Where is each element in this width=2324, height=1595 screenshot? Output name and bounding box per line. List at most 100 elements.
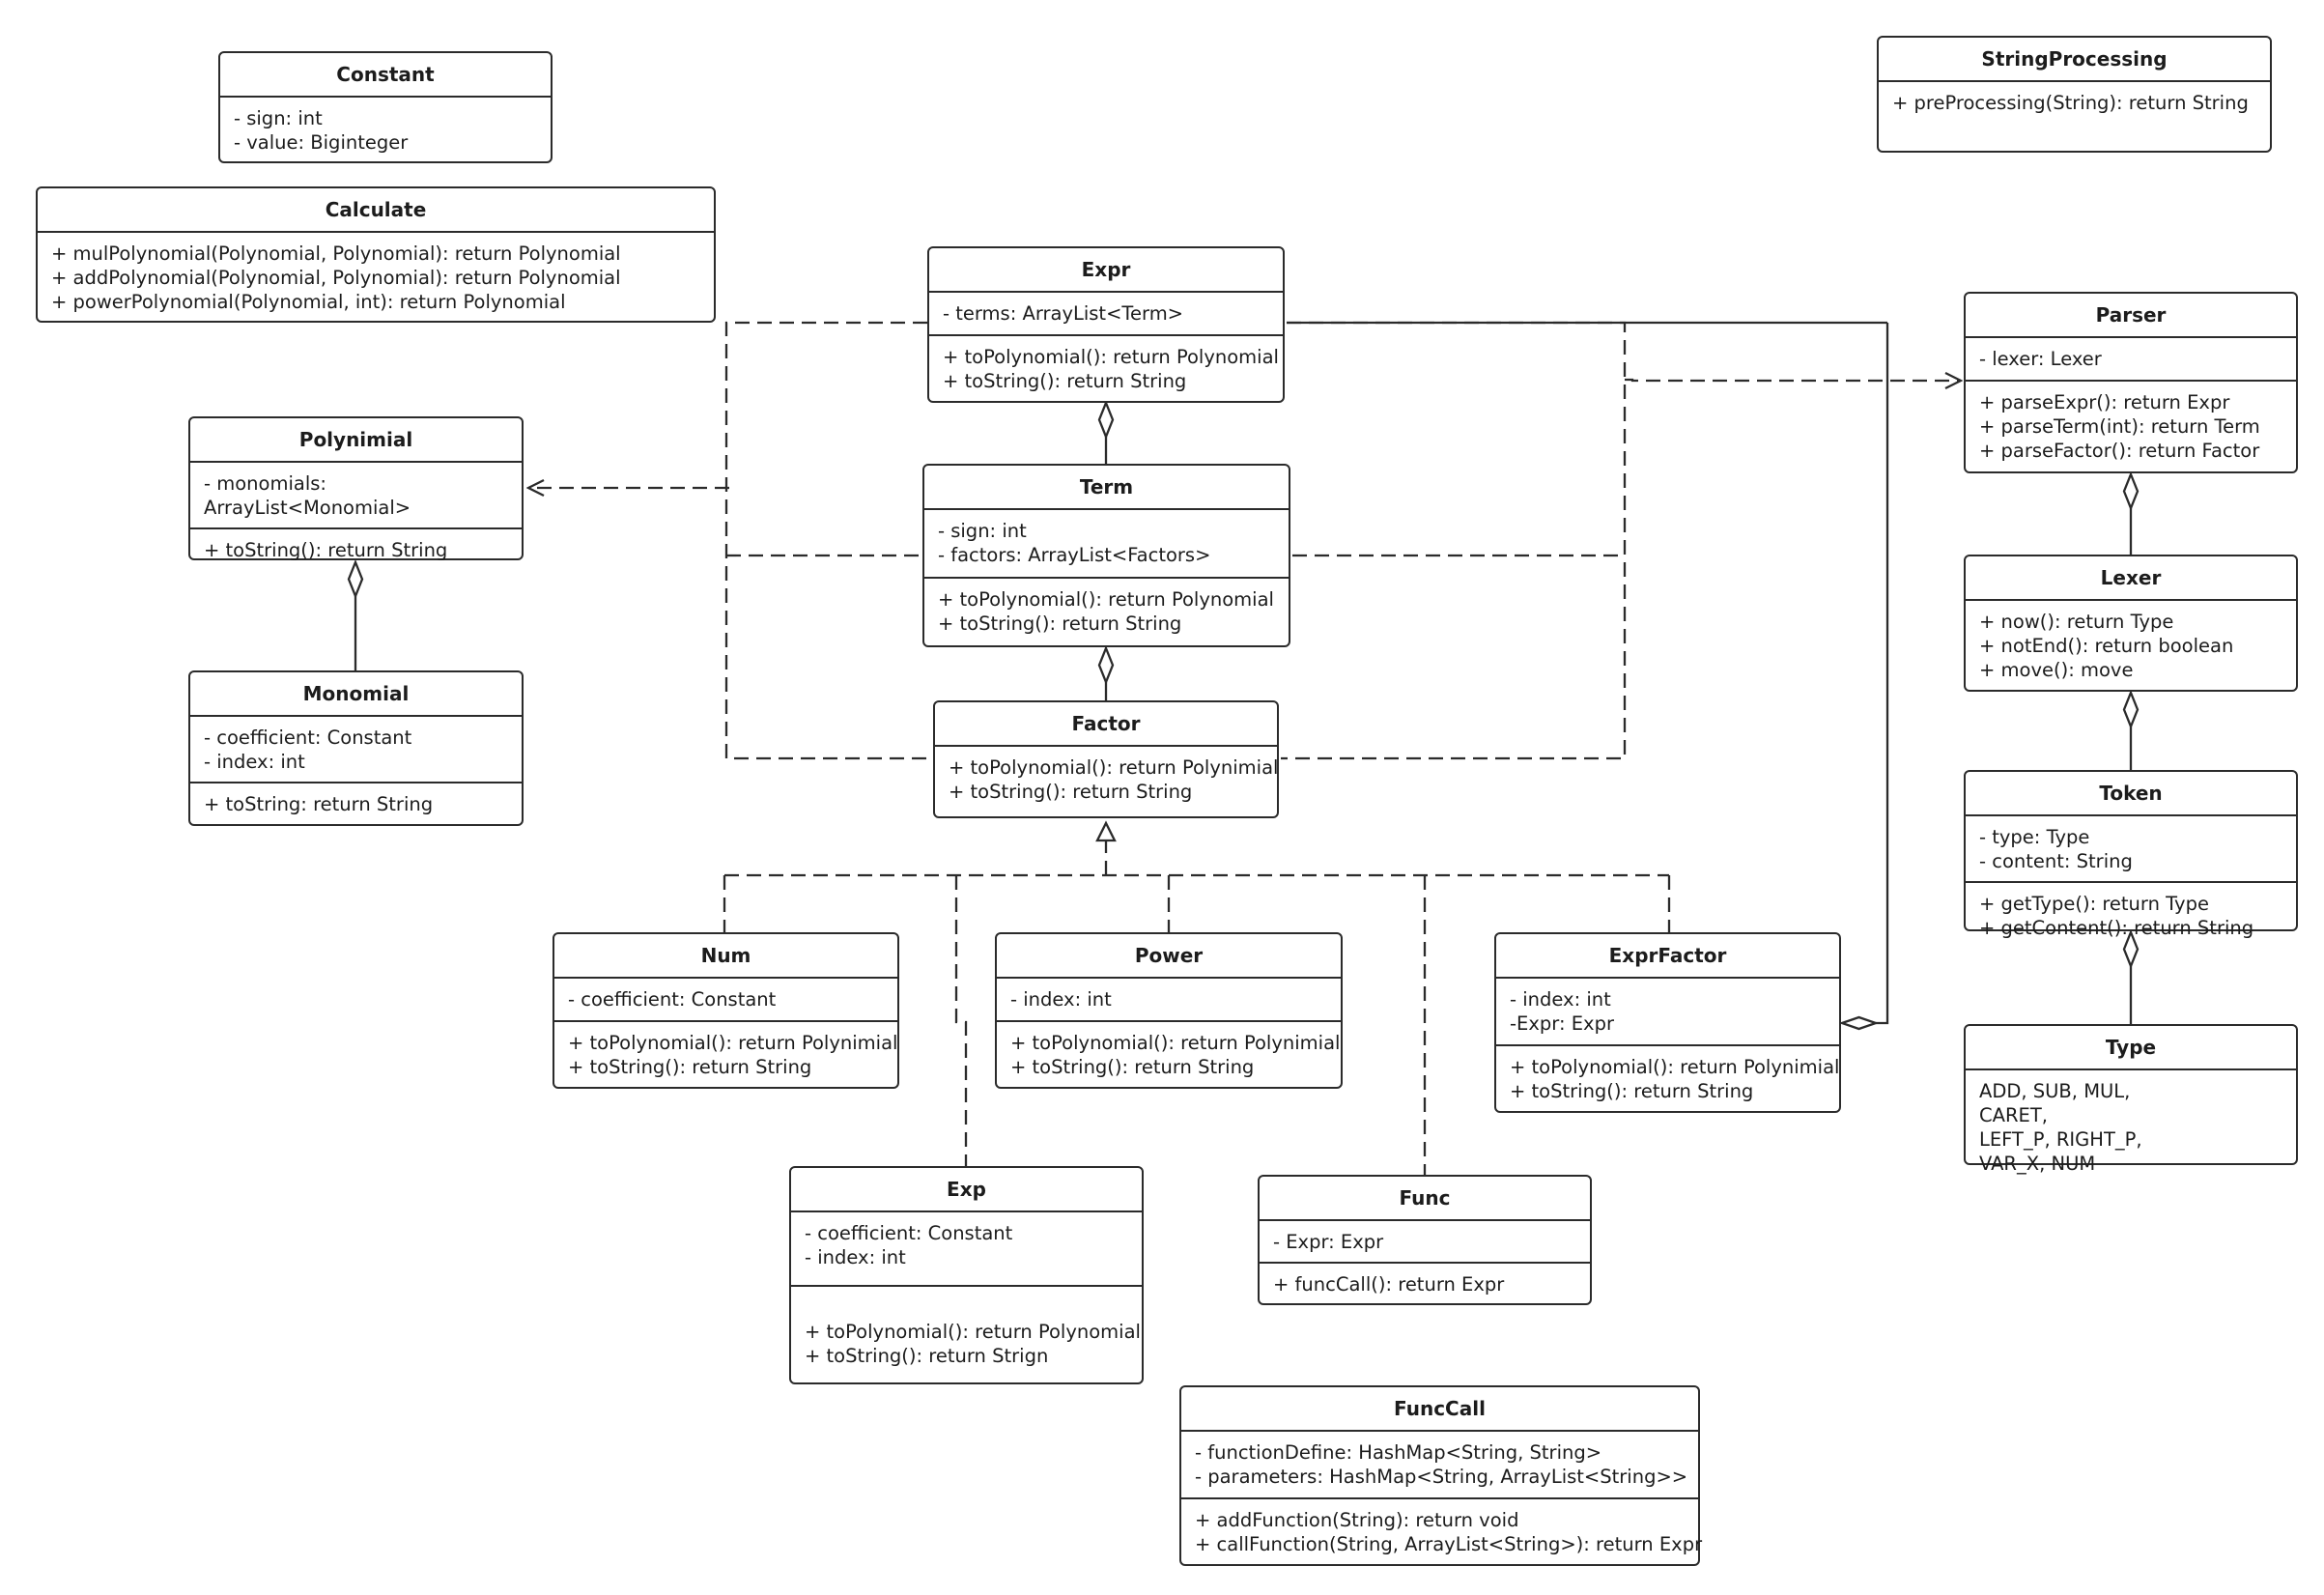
- class-members: - lexer: Lexer: [1966, 336, 2296, 380]
- class-name: Expr: [1081, 258, 1131, 281]
- class-member-line: + toPolynomial(): return Polynimial: [568, 1031, 898, 1054]
- class-member-line: + getContent(): return String: [1979, 917, 2254, 939]
- class-name: Power: [1134, 944, 1204, 967]
- class-members: + now(): return Type+ notEnd(): return b…: [1966, 599, 2296, 690]
- class-methods: + getType(): return Type+ getContent(): …: [1966, 881, 2296, 948]
- class-member-line: + toString(): return String: [204, 539, 448, 561]
- class-exp[interactable]: Exp- coefficient: Constant- index: int +…: [789, 1166, 1144, 1384]
- class-member-line: + powerPolynomial(Polynomial, int): retu…: [51, 291, 566, 313]
- class-name: StringProcessing: [1981, 47, 2168, 71]
- class-member-line: ArrayList<Monomial>: [204, 497, 411, 519]
- class-members: - coefficient: Constant- index: int: [791, 1210, 1142, 1285]
- class-members: - index: int-Expr: Expr: [1496, 977, 1839, 1044]
- class-member-line: + parseTerm(int): return Term: [1979, 415, 2260, 438]
- class-methods: + toPolynomial(): return Polynimial+ toS…: [1496, 1043, 1840, 1112]
- realization-triangle-factor: [1095, 820, 1117, 842]
- class-member-line: - type: Type: [1979, 826, 2090, 848]
- class-members: - type: Type- content: String: [1966, 814, 2296, 881]
- class-members: + toPolynomial(): return Polynimial+ toS…: [935, 745, 1278, 816]
- class-member-line: + toString(): return String: [1510, 1079, 1754, 1102]
- class-name: Parser: [2095, 303, 2167, 327]
- aggregation-diamond-polynimial: [347, 558, 364, 600]
- class-member-line: - coefficient: Constant: [204, 726, 412, 749]
- class-members: - coefficient: Constant- index: int: [190, 715, 522, 782]
- class-member-line: - sign: int: [938, 520, 1027, 542]
- class-member-line: + callFunction(String, ArrayList<String>…: [1195, 1532, 1703, 1555]
- class-methods: + toString(): return String: [190, 527, 522, 570]
- class-members: + mulPolynomial(Polynomial, Polynomial):…: [38, 231, 714, 322]
- class-lexer[interactable]: Lexer+ now(): return Type+ notEnd(): ret…: [1964, 555, 2298, 692]
- class-name: Func: [1399, 1186, 1451, 1210]
- class-factor[interactable]: Factor + toPolynomial(): return Polynimia…: [933, 700, 1279, 818]
- class-members: - Expr: Expr: [1260, 1219, 1590, 1262]
- class-member-line: - terms: ArrayList<Term>: [943, 302, 1184, 325]
- class-member-line: + toString(): return String: [938, 612, 1182, 635]
- class-polynimial[interactable]: Polynimial - monomials:ArrayList<Monomial…: [188, 416, 524, 561]
- class-methods: + toPolynomial(): return Polynimial+ toS…: [554, 1019, 898, 1088]
- class-methods: + toPolynomial(): return Polynimial+ toS…: [997, 1019, 1341, 1088]
- dependency-right-bus: [1281, 321, 1627, 760]
- class-func[interactable]: Func - Expr: Expr + funcCall(): return Exp…: [1258, 1175, 1592, 1305]
- class-members: + preProcessing(String): return String: [1879, 80, 2270, 151]
- class-name: Monomial: [302, 682, 410, 705]
- class-member-line: LEFT_P, RIGHT_P,: [1979, 1128, 2142, 1151]
- class-name: Factor: [1071, 712, 1141, 735]
- dependency-to-parser: [1625, 380, 1961, 381]
- class-power[interactable]: Power - index: int + toPolynomial(): retur…: [995, 932, 1343, 1089]
- class-member-line: + addFunction(String): return void: [1195, 1508, 1519, 1531]
- class-member-line: + toString(): return String: [943, 369, 1187, 392]
- aggregation-diamond-token: [2122, 928, 2140, 970]
- class-funccall[interactable]: FuncCall - functionDefine: HashMap<String…: [1179, 1385, 1703, 1566]
- class-parser[interactable]: Parser - lexer: Lexer + parseExpr(): retur…: [1964, 292, 2298, 473]
- class-member-line: + toPolynomial(): return Polynomial: [943, 345, 1279, 368]
- class-methods: + toPolynomial(): return Polynomial+ toS…: [924, 577, 1289, 645]
- aggregation-diamond-expr: [1097, 399, 1115, 441]
- class-methods: + toPolynomial(): return Polynomial+ toS…: [929, 333, 1283, 402]
- class-name: Num: [700, 944, 751, 967]
- class-term[interactable]: Term- sign: int- factors: ArrayList<Fact…: [922, 464, 1290, 647]
- class-member-line: + toString(): return String: [1010, 1055, 1255, 1078]
- class-name: FuncCall: [1394, 1397, 1486, 1420]
- aggregation-diamond-exprfactor: [1838, 1015, 1880, 1031]
- aggregation-diamond-parser: [2122, 470, 2140, 512]
- class-member-line: - sign: int: [234, 107, 323, 129]
- class-methods: + funcCall(): return Expr: [1260, 1262, 1590, 1304]
- class-member-line: + parseExpr(): return Expr: [1979, 391, 2230, 413]
- class-member-line: - index: int: [204, 751, 305, 773]
- class-members: - coefficient: Constant: [554, 977, 897, 1020]
- class-member-line: - factors: ArrayList<Factors>: [938, 544, 1211, 566]
- class-token[interactable]: Token- type: Type- content: String+ getT…: [1964, 770, 2298, 939]
- class-expr[interactable]: Expr - terms: ArrayList<Term> + toPolynomi…: [927, 246, 1285, 403]
- class-name: Constant: [336, 63, 435, 86]
- class-name: Exp: [947, 1178, 986, 1201]
- class-member-line: - index: int: [1510, 988, 1611, 1011]
- class-member-line: + toPolynomial(): return Polynimial: [1510, 1055, 1840, 1078]
- class-exprfactor[interactable]: ExprFactor- index: int-Expr: Expr+ toPol…: [1494, 932, 1841, 1113]
- class-member-line: + toString(): return String: [949, 781, 1193, 803]
- dependency-left-bus: [724, 321, 933, 760]
- class-name: Polynimial: [298, 428, 413, 451]
- class-member-line: + toString(): return String: [568, 1055, 812, 1078]
- class-member-line: - lexer: Lexer: [1979, 348, 2102, 370]
- class-stringprocessing[interactable]: StringProcessing + preProcessing(String):…: [1877, 36, 2272, 153]
- class-member-line: - monomials:: [204, 472, 326, 495]
- class-num[interactable]: Num- coefficient: Constant+ toPolynomial…: [553, 932, 899, 1089]
- class-member-line: ADD, SUB, MUL,: [1979, 1080, 2131, 1102]
- class-member-line: + move(): move: [1979, 659, 2134, 681]
- class-monomial[interactable]: Monomial - coefficient: Constant- index: …: [188, 670, 524, 826]
- class-member-line: - index: int: [1010, 988, 1112, 1011]
- class-member-line: + funcCall(): return Expr: [1273, 1273, 1505, 1296]
- class-member-line: + parseFactor(): return Factor: [1979, 440, 2260, 462]
- class-constant[interactable]: Constant - sign: int- value: Biginteger: [218, 51, 553, 163]
- class-calculate[interactable]: Calculate+ mulPolynomial(Polynomial, Pol…: [36, 186, 716, 323]
- class-member-line: + toPolynomial(): return Polynomial: [938, 588, 1274, 611]
- class-member-line: -Expr: Expr: [1510, 1012, 1614, 1035]
- class-members: - functionDefine: HashMap<String, String…: [1181, 1430, 1698, 1497]
- class-members: - sign: int- value: Biginteger: [220, 96, 551, 162]
- class-member-line: + toString: return String: [204, 793, 434, 815]
- class-name: ExprFactor: [1608, 944, 1727, 967]
- class-member-line: + notEnd(): return boolean: [1979, 635, 2234, 657]
